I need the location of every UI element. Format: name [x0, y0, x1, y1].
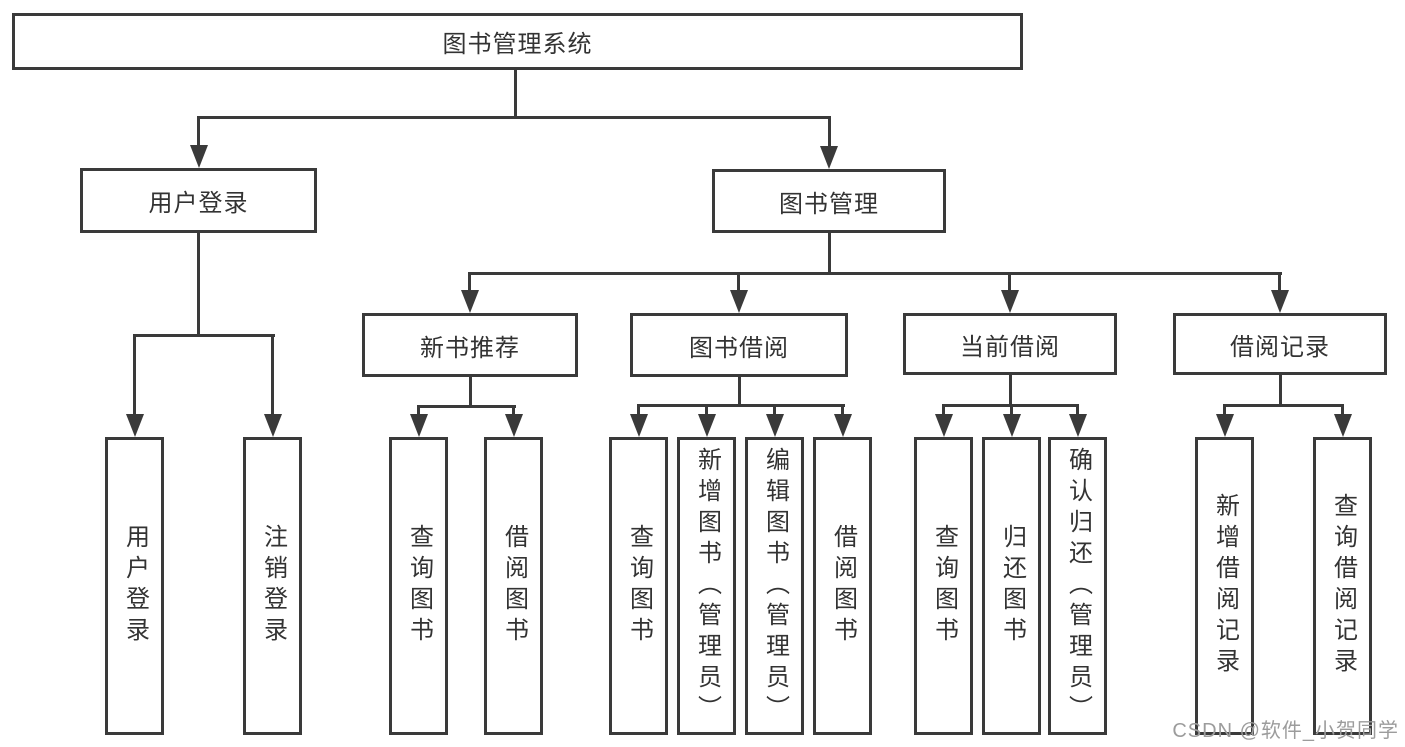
- connector-line: [737, 272, 740, 292]
- connector-line: [828, 116, 831, 148]
- connector-line: [942, 404, 945, 419]
- connector-line: [271, 334, 274, 418]
- connector-line: [133, 334, 136, 418]
- arrowhead-down: [264, 414, 282, 437]
- node-label: 图书管理系统: [442, 31, 593, 58]
- leaf-query-borrow-record: 查询借阅记录: [1313, 437, 1372, 735]
- connector-line: [1278, 272, 1281, 292]
- node-label: 图书管理: [779, 190, 879, 218]
- leaf-label: 查询借阅记录: [1329, 493, 1357, 679]
- arrowhead-down: [1003, 414, 1021, 437]
- connector-line: [738, 377, 741, 407]
- leaf-label: 新增图书（管理员）: [693, 446, 721, 726]
- leaf-query-books-borrow: 查询图书: [609, 437, 668, 735]
- node-label: 图书借阅: [689, 334, 789, 362]
- arrowhead-down: [1216, 414, 1234, 437]
- node-user-login: 用户登录: [80, 168, 317, 233]
- connector-line: [637, 404, 640, 419]
- arrowhead-down: [935, 414, 953, 437]
- leaf-label: 归还图书: [998, 524, 1026, 648]
- node-label: 新书推荐: [420, 334, 520, 362]
- arrowhead-down: [766, 414, 784, 437]
- connector-line: [773, 404, 776, 419]
- arrowhead-down: [698, 414, 716, 437]
- node-book-management: 图书管理: [712, 169, 946, 233]
- node-label: 用户登录: [148, 190, 249, 217]
- arrowhead-down: [461, 290, 479, 313]
- connector-line: [133, 334, 275, 337]
- leaf-label: 借阅图书: [500, 524, 528, 648]
- leaf-borrow-books: 借阅图书: [813, 437, 872, 735]
- leaf-logout: 注销登录: [243, 437, 302, 735]
- node-current-borrow: 当前借阅: [903, 313, 1117, 375]
- arrowhead-down: [190, 145, 208, 168]
- connector-line: [468, 272, 471, 292]
- connector-line: [1279, 375, 1282, 407]
- connector-line: [1341, 404, 1344, 419]
- arrowhead-down: [126, 414, 144, 437]
- leaf-add-borrow-record: 新增借阅记录: [1195, 437, 1254, 735]
- leaf-label: 借阅图书: [829, 524, 857, 648]
- connector-line: [1009, 375, 1012, 407]
- connector-line: [197, 116, 831, 119]
- leaf-label: 查询图书: [930, 524, 958, 648]
- connector-line: [705, 404, 708, 419]
- connector-line: [468, 272, 1282, 275]
- arrowhead-down: [630, 414, 648, 437]
- connector-line: [1008, 272, 1011, 292]
- arrowhead-down: [1271, 290, 1289, 313]
- connector-line: [197, 116, 200, 148]
- connector-line: [1076, 404, 1079, 419]
- leaf-label: 查询图书: [625, 524, 653, 648]
- connector-line: [1223, 404, 1344, 407]
- leaf-add-books-admin: 新增图书（管理员）: [677, 437, 736, 735]
- leaf-borrow-books-recommend: 借阅图书: [484, 437, 543, 735]
- connector-line: [841, 404, 844, 419]
- arrowhead-down: [410, 414, 428, 437]
- watermark: CSDN @软件_小贺同学: [1172, 720, 1399, 742]
- connector-line: [512, 405, 515, 419]
- node-book-borrow: 图书借阅: [630, 313, 848, 377]
- leaf-edit-books-admin: 编辑图书（管理员）: [745, 437, 804, 735]
- node-root-system: 图书管理系统: [12, 13, 1023, 70]
- node-new-book-recommend: 新书推荐: [362, 313, 578, 377]
- leaf-query-books-recommend: 查询图书: [389, 437, 448, 735]
- leaf-confirm-return-admin: 确认归还（管理员）: [1048, 437, 1107, 735]
- node-label: 当前借阅: [960, 333, 1060, 361]
- arrowhead-down: [1069, 414, 1087, 437]
- arrowhead-down: [505, 414, 523, 437]
- node-borrow-records: 借阅记录: [1173, 313, 1387, 375]
- connector-line: [417, 405, 516, 408]
- connector-line: [1010, 404, 1013, 419]
- arrowhead-down: [1334, 414, 1352, 437]
- leaf-label: 用户登录: [121, 524, 149, 648]
- leaf-query-books-current: 查询图书: [914, 437, 973, 735]
- connector-line: [1223, 404, 1226, 419]
- node-label: 借阅记录: [1230, 333, 1330, 361]
- leaf-label: 注销登录: [259, 524, 287, 648]
- connector-line: [469, 377, 472, 408]
- connector-line: [828, 233, 831, 275]
- arrowhead-down: [730, 290, 748, 313]
- leaf-user-login: 用户登录: [105, 437, 164, 735]
- arrowhead-down: [834, 414, 852, 437]
- connector-line: [514, 70, 517, 118]
- connector-line: [637, 404, 845, 407]
- leaf-label: 编辑图书（管理员）: [761, 446, 789, 726]
- leaf-return-books: 归还图书: [982, 437, 1041, 735]
- leaf-label: 查询图书: [405, 524, 433, 648]
- leaf-label: 确认归还（管理员）: [1064, 446, 1092, 726]
- arrowhead-down: [1001, 290, 1019, 313]
- arrowhead-down: [820, 146, 838, 169]
- leaf-label: 新增借阅记录: [1211, 493, 1239, 679]
- connector-line: [417, 405, 420, 419]
- connector-line: [197, 233, 200, 337]
